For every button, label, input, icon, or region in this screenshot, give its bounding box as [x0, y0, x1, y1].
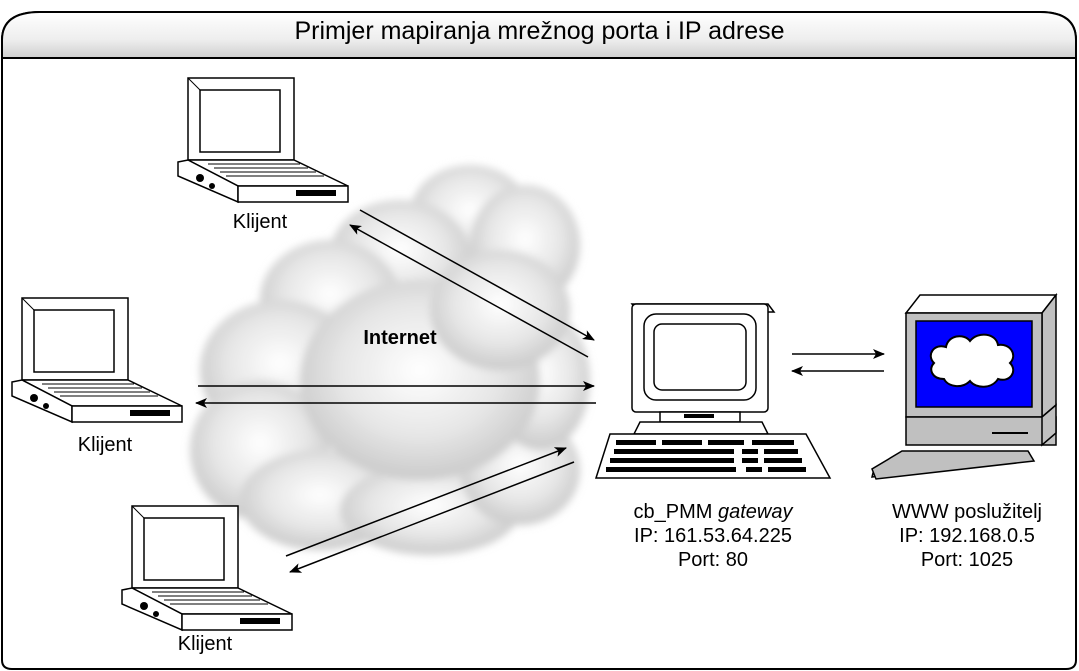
gateway-ip: IP: 161.53.64.225: [634, 525, 792, 547]
page-title: Primjer mapiranja mrežnog porta i IP adr…: [294, 17, 785, 45]
gateway-name-suffix: gateway: [717, 501, 793, 523]
client-label-3: Klijent: [177, 633, 233, 655]
laptop-icon: [177, 77, 349, 204]
server-name: WWW poslužitelj: [891, 501, 1042, 523]
laptop-icon: [121, 505, 293, 632]
connection-arrows: [195, 209, 885, 573]
server-port: Port: 1025: [920, 549, 1014, 571]
internet-label: Internet: [363, 327, 437, 349]
client-label-2: Klijent: [77, 434, 133, 456]
title-band: [1, 11, 1077, 59]
gateway-computer-icon: [594, 303, 832, 479]
server-label: WWW poslužitelj IP: 192.168.0.5 Port: 10…: [862, 500, 1072, 572]
laptop-icon: [11, 297, 183, 424]
client-label-1: Klijent: [232, 211, 288, 233]
gateway-name-line: cb_PMM gateway: [596, 500, 830, 524]
internet-cloud: [190, 165, 590, 555]
gateway-port: Port: 80: [677, 549, 749, 571]
web-server-icon: [871, 292, 1058, 480]
server-ip: IP: 192.168.0.5: [899, 525, 1035, 547]
gateway-name: cb_PMM: [633, 501, 713, 523]
gateway-label: cb_PMM gateway IP: 161.53.64.225 Port: 8…: [596, 500, 830, 572]
